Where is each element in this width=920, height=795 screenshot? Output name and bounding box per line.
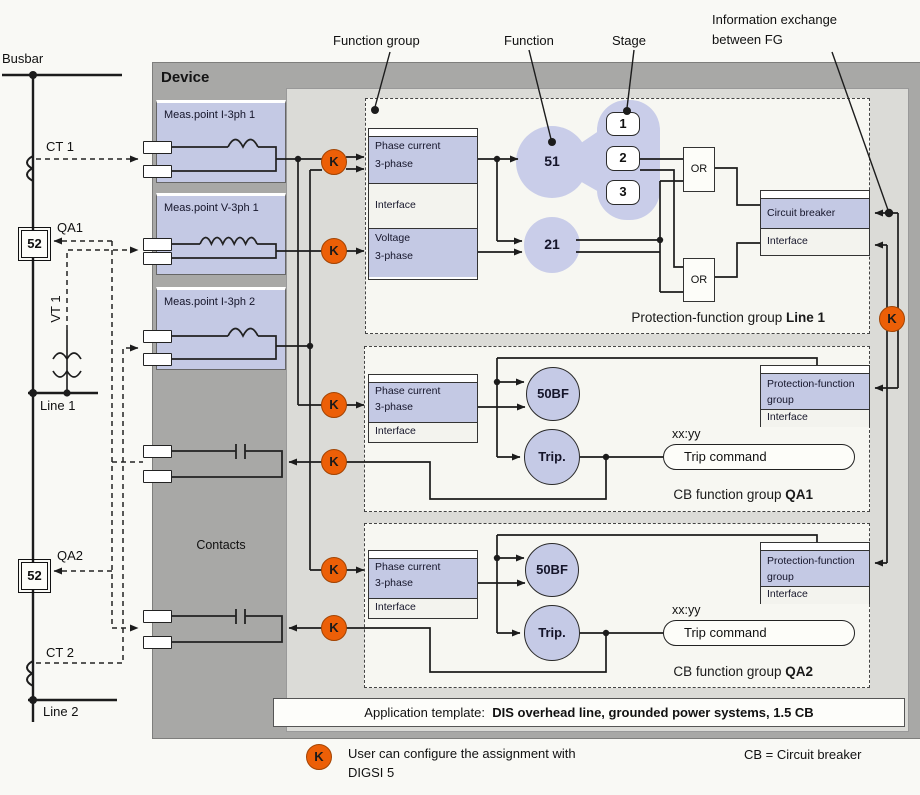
application-template-value: DIS overhead line, grounded power system…	[492, 705, 814, 720]
qa1-trip-command-oval: Trip command	[663, 444, 855, 470]
circuit-breaker-interface-label: Interface	[761, 228, 869, 255]
qa1-phase-current-label: Phase current	[375, 385, 441, 397]
meas-point-i3ph2-label: Meas.point I-3ph 2	[164, 296, 256, 308]
or-gate-2: OR	[683, 258, 715, 302]
function-annotation: Function	[504, 33, 554, 48]
qa2-trip-circle: Trip.	[524, 605, 580, 661]
qa2-pfg-label: Protection-function group	[761, 550, 869, 586]
breaker-52-qa1: 52	[18, 227, 51, 261]
meas-point-i3ph2: Meas.point I-3ph 2	[156, 287, 286, 370]
terminal	[143, 470, 172, 483]
terminal	[143, 165, 172, 178]
line1-phase-current-label: Phase current	[375, 140, 441, 152]
qa1-label: QA1	[57, 220, 84, 235]
terminal	[143, 445, 172, 458]
function-21: 21	[544, 236, 560, 252]
meas-point-v3ph1-label: Meas.point V-3ph 1	[164, 202, 259, 214]
qa2-50bf-circle: 50BF	[525, 543, 579, 597]
line1-label: Line 1	[40, 398, 76, 413]
info-exchange-annotation-line2: between FG	[712, 32, 783, 47]
qa1-50bf-circle: 50BF	[526, 367, 580, 421]
terminal	[143, 610, 172, 623]
k-configurable-qa1-trip: K	[321, 449, 347, 475]
line1-input-block: Phase current 3-phase Interface Voltage …	[368, 128, 478, 280]
qa1-trip-circle: Trip.	[524, 429, 580, 485]
qa2-label: QA2	[57, 548, 84, 563]
application-template-bar: Application template: DIS overhead line,…	[273, 698, 905, 727]
terminal	[143, 330, 172, 343]
stage-annotation: Stage	[612, 33, 646, 48]
or-gate-1: OR	[683, 147, 715, 192]
circuit-breaker-label: Circuit breaker	[761, 198, 869, 228]
fg-line1-label-text: Protection-function group	[631, 310, 783, 325]
device-title: Device	[161, 69, 210, 86]
terminal	[143, 353, 172, 366]
legend-k-text-line2: DIGSI 5	[348, 765, 395, 780]
k-configurable-info-exchange: K	[879, 306, 905, 332]
terminal	[143, 636, 172, 649]
line1-3phase-label: 3-phase	[375, 158, 413, 170]
terminal	[143, 238, 172, 251]
k-configurable-qa1-current: K	[321, 392, 347, 418]
qa1-trip-time: xx:yy	[672, 427, 701, 441]
line1-interface-label: Interface	[369, 183, 477, 228]
qa2-3phase-label: 3-phase	[375, 577, 413, 589]
function-51: 51	[544, 153, 560, 169]
k-configurable-line1-current: K	[321, 149, 347, 175]
fg-qa1-label-bold: QA1	[785, 487, 813, 502]
qa2-interface-label: Interface	[369, 598, 477, 618]
line1-voltage-label: Voltage	[375, 232, 411, 244]
terminal	[143, 141, 172, 154]
qa2-trip-command-oval: Trip command	[663, 620, 855, 646]
stage-2: 2	[606, 146, 640, 171]
k-configurable-line1-voltage: K	[321, 238, 347, 264]
meas-point-i3ph1-label: Meas.point I-3ph 1	[164, 109, 256, 121]
qa1-3phase-label: 3-phase	[375, 401, 413, 413]
stage-3: 3	[606, 180, 640, 205]
qa2-input-block: Phase current 3-phase Interface	[368, 550, 478, 619]
qa1-interface-label: Interface	[369, 422, 477, 442]
k-configurable-qa2-current: K	[321, 557, 347, 583]
fg-qa1-label: CB function group QA1	[560, 487, 813, 502]
info-exchange-annotation-line1: Information exchange	[712, 12, 838, 27]
qa2-phase-current-label: Phase current	[375, 561, 441, 573]
stage-1: 1	[606, 112, 640, 136]
qa2-pfg-block: Protection-function group Interface	[760, 542, 870, 604]
fg-qa2-label: CB function group QA2	[560, 664, 813, 679]
contacts-label: Contacts	[196, 538, 246, 552]
application-template-label: Application template:	[364, 705, 485, 720]
qa1-input-block: Phase current 3-phase Interface	[368, 374, 478, 443]
k-configurable-qa2-trip: K	[321, 615, 347, 641]
function-group-annotation: Function group	[333, 33, 420, 48]
ct1-label: CT 1	[46, 139, 74, 154]
breaker-52-qa2: 52	[18, 559, 51, 593]
fg-qa2-label-text: CB function group	[673, 664, 782, 679]
line1-voltage-3phase-label: 3-phase	[375, 250, 413, 262]
terminal	[143, 252, 172, 265]
line2-label: Line 2	[43, 704, 79, 719]
qa2-trip-time: xx:yy	[672, 603, 701, 617]
meas-point-i3ph1: Meas.point I-3ph 1	[156, 100, 286, 183]
fg-line1-label: Protection-function group Line 1	[560, 310, 825, 325]
qa1-trip-command-label: Trip command	[684, 449, 767, 464]
qa1-pfg-label: Protection-function group	[761, 373, 869, 409]
qa2-pfg-interface-label: Interface	[761, 586, 869, 604]
qa1-pfg-block: Protection-function group Interface	[760, 365, 870, 427]
qa2-trip-command-label: Trip command	[684, 625, 767, 640]
meas-point-v3ph1: Meas.point V-3ph 1	[156, 193, 286, 275]
fg-qa2-label-bold: QA2	[785, 664, 813, 679]
fg-line1-label-bold: Line 1	[785, 310, 825, 325]
legend-k-text-line1: User can configure the assignment with	[348, 746, 576, 761]
legend-cb-note: CB = Circuit breaker	[744, 747, 862, 762]
vt1-label: VT 1	[48, 295, 63, 323]
ct2-label: CT 2	[46, 645, 74, 660]
qa1-pfg-interface-label: Interface	[761, 409, 869, 427]
circuit-breaker-block: Circuit breaker Interface	[760, 190, 870, 256]
fg-qa1-label-text: CB function group	[673, 487, 782, 502]
k-legend-icon: K	[306, 744, 332, 770]
busbar-label: Busbar	[2, 51, 44, 66]
